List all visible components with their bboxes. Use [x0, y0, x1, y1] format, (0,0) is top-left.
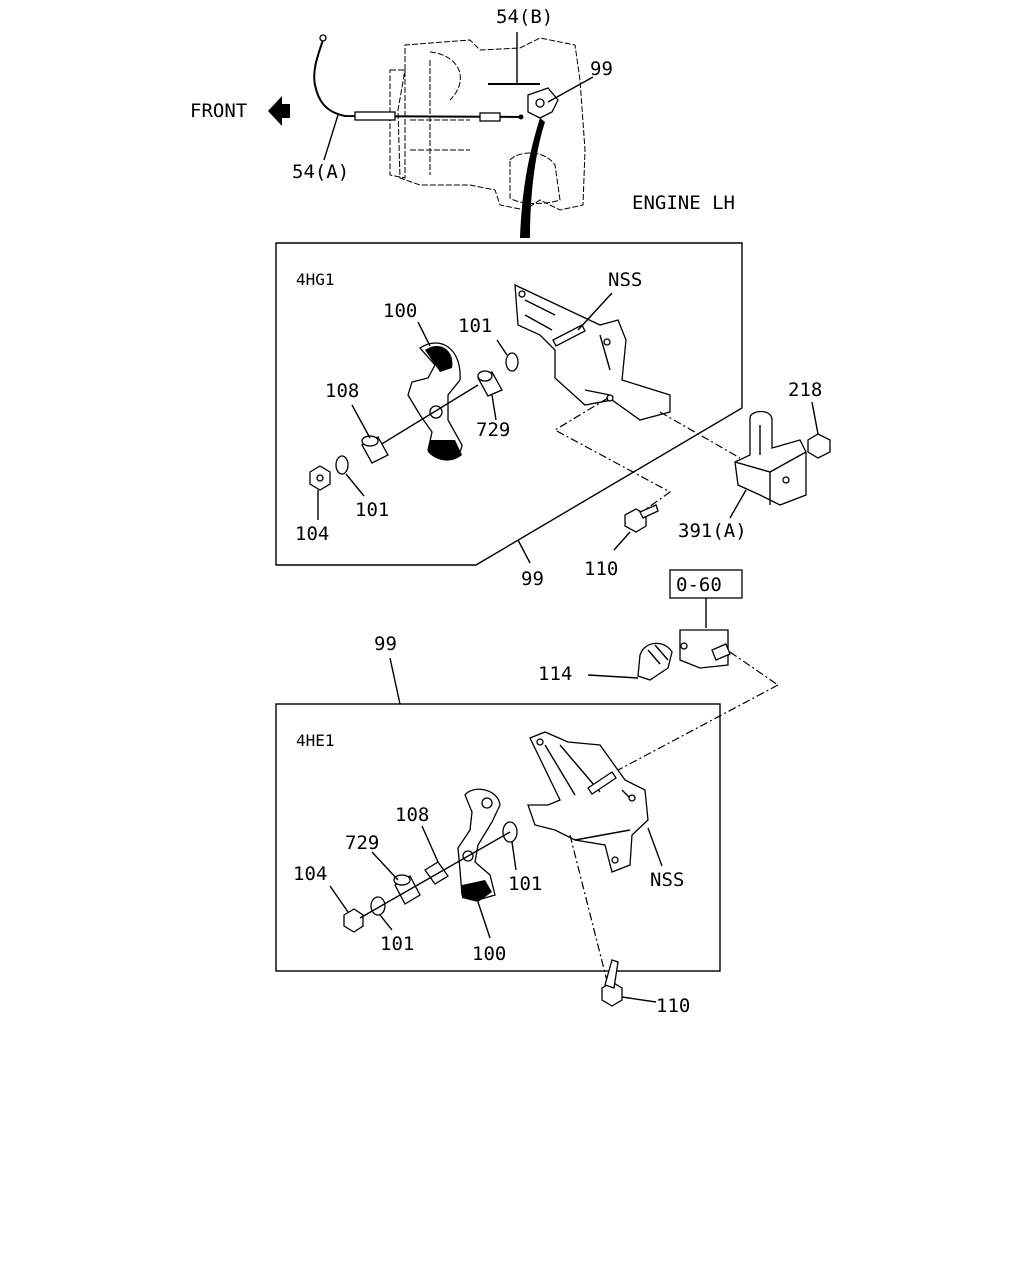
callout-114: 114	[538, 663, 572, 685]
nut-104-4he1	[343, 908, 364, 933]
callout-nss-4hg1: NSS	[608, 269, 642, 291]
bushing-108-4he1	[424, 861, 449, 885]
nut-218	[807, 433, 831, 459]
panel-4he1: 4HE1 99 NSS 100 101 108 729	[275, 633, 721, 1017]
clip-114	[637, 642, 673, 681]
callout-101-bottom-4he1: 101	[380, 933, 414, 955]
callout-101-bottom-4hg1: 101	[355, 499, 389, 521]
callout-101-right-4he1: 101	[508, 873, 542, 895]
panel-4he1-title: 4HE1	[296, 731, 335, 750]
callout-99-4hg1: 99	[521, 568, 544, 590]
engine-overview: FRONT 54(A) 54(B) 99 ENGINE LH	[190, 6, 735, 238]
callout-100-4hg1: 100	[383, 300, 417, 322]
callout-104-4hg1: 104	[295, 523, 329, 545]
callout-729-4he1: 729	[345, 832, 379, 854]
nss-bracket-4he1	[527, 731, 649, 873]
callout-391a: 391(A)	[678, 520, 747, 542]
throttle-lever-100	[407, 342, 463, 460]
washer-101-top	[505, 352, 519, 372]
callout-729-4hg1: 729	[476, 419, 510, 441]
nss-bracket	[514, 283, 671, 421]
callout-99-top: 99	[590, 58, 613, 80]
callout-108-4hg1: 108	[325, 380, 359, 402]
detail-pointer	[520, 118, 545, 238]
reference-box-label: 0-60	[676, 574, 722, 596]
front-label: FRONT	[190, 100, 247, 122]
reference-box	[669, 569, 743, 599]
callout-54b: 54(B)	[496, 6, 553, 28]
callout-54a: 54(A)	[292, 161, 349, 183]
panel-4hg1-frame	[275, 242, 743, 566]
callout-100-4he1: 100	[472, 943, 506, 965]
panel-4hg1: 4HG1 NSS 101 729 100 108	[275, 242, 831, 590]
engine-lh-label: ENGINE LH	[632, 192, 735, 214]
reference-group: 0-60 114	[538, 569, 779, 786]
callout-110-4hg1: 110	[584, 558, 618, 580]
throttle-cable-a	[313, 39, 521, 118]
callout-108-4he1: 108	[395, 804, 429, 826]
front-arrow-icon	[268, 96, 290, 126]
callout-101-top-4hg1: 101	[458, 315, 492, 337]
callout-110-4he1: 110	[656, 995, 690, 1017]
callout-104-4he1: 104	[293, 863, 327, 885]
callout-nss-4he1: NSS	[650, 869, 684, 891]
throttle-lever-100-4he1	[457, 788, 501, 901]
panel-4he1-frame	[275, 703, 721, 972]
washer-101-bottom	[335, 455, 349, 475]
panel-4hg1-title: 4HG1	[296, 270, 335, 289]
washer-101-bottom-4he1	[370, 896, 386, 916]
callout-99-4he1: 99	[374, 633, 397, 655]
callout-218: 218	[788, 379, 822, 401]
